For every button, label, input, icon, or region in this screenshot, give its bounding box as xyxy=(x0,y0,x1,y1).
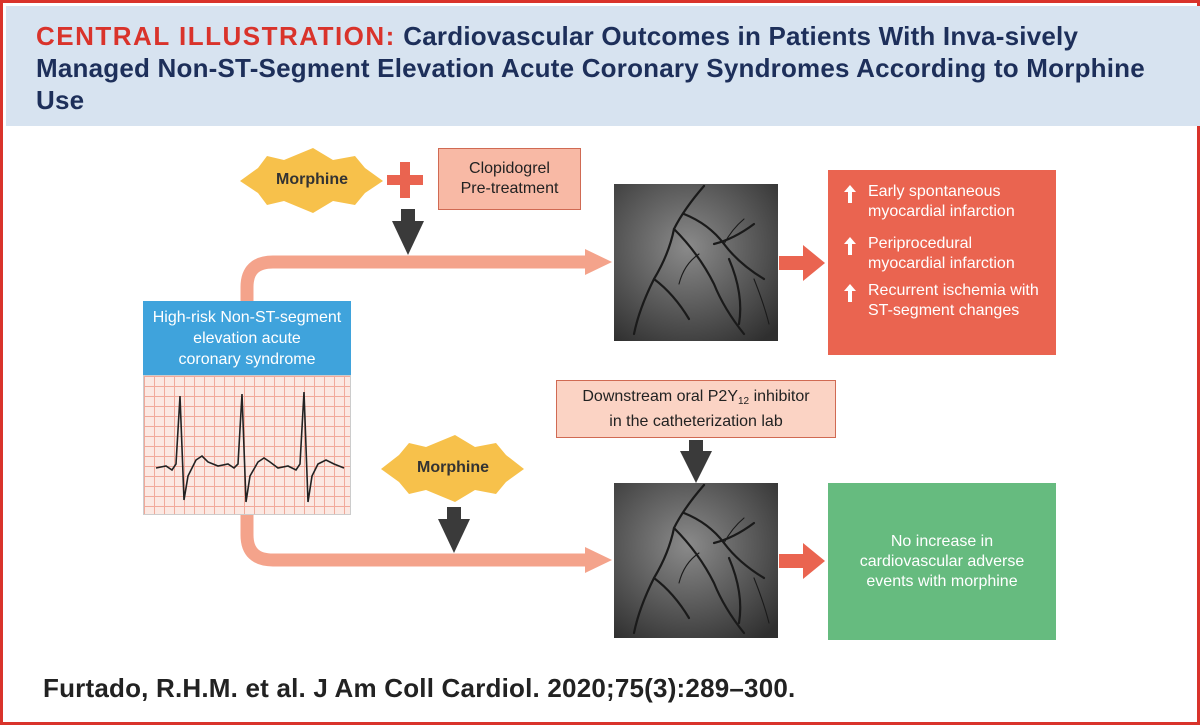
ecg-trace xyxy=(156,392,344,502)
patient-line2: elevation acute xyxy=(153,328,342,349)
increase-arrow-icon xyxy=(844,237,856,255)
bottom-pathway-line xyxy=(247,515,588,560)
down-arrow-top xyxy=(392,209,424,255)
outcome-early-mi-line1: Early spontaneous xyxy=(868,183,1001,200)
downstream-p2y12-box: Downstream oral P2Y12 inhibitor in the c… xyxy=(556,380,836,438)
neutral-outcome-box: No increase in cardiovascular adverse ev… xyxy=(828,483,1056,640)
down-arrow-bottom-right xyxy=(680,440,712,483)
outcome-periprocedural-line1: Periprocedural xyxy=(868,235,972,252)
outcome-early-mi-line2: myocardial infarction xyxy=(868,203,1015,220)
increase-arrow-icon xyxy=(844,284,856,302)
ecg-strip xyxy=(143,375,351,515)
pretreatment-line1: Clopidogrel xyxy=(461,159,559,179)
bottom-pathway-arrowhead xyxy=(585,547,612,573)
neutral-outcome-line3: events with morphine xyxy=(860,572,1025,592)
patient-population-box: High-risk Non-ST-segment elevation acute… xyxy=(143,301,351,375)
outcome-arrow-top xyxy=(779,245,825,281)
coronary-angiogram-top xyxy=(614,184,778,341)
outcome-periprocedural-line2: myocardial infarction xyxy=(868,255,1015,272)
top-pathway-arrowhead xyxy=(585,249,612,275)
citation: Furtado, R.H.M. et al. J Am Coll Cardiol… xyxy=(43,673,795,704)
adverse-outcomes-box: Early spontaneous myocardial infarction … xyxy=(828,170,1056,355)
outcome-arrow-bottom xyxy=(779,543,825,579)
outcome-ischemia-line3: changes xyxy=(959,302,1020,319)
patient-line1: High-risk Non-ST-segment xyxy=(153,307,342,328)
morphine-label-bottom: Morphine xyxy=(413,459,493,477)
pretreatment-line2: Pre-treatment xyxy=(461,179,559,199)
coronary-angiogram-bottom xyxy=(614,483,778,638)
down-arrow-bottom-left xyxy=(438,507,470,553)
downstream-line2: in the catheterization lab xyxy=(582,412,809,432)
plus-bar-horizontal xyxy=(387,175,423,185)
outcome-ischemia-line1: Recurrent ischemia xyxy=(868,282,1006,299)
neutral-outcome-line1: No increase in xyxy=(860,532,1025,552)
patient-line3: coronary syndrome xyxy=(153,349,342,370)
clopidogrel-pretreatment-box: Clopidogrel Pre-treatment xyxy=(438,148,581,210)
morphine-label-top: Morphine xyxy=(272,171,352,189)
downstream-line1: Downstream oral P2Y12 inhibitor xyxy=(582,387,809,412)
neutral-outcome-line2: cardiovascular adverse xyxy=(860,552,1025,572)
increase-arrow-icon xyxy=(844,185,856,203)
